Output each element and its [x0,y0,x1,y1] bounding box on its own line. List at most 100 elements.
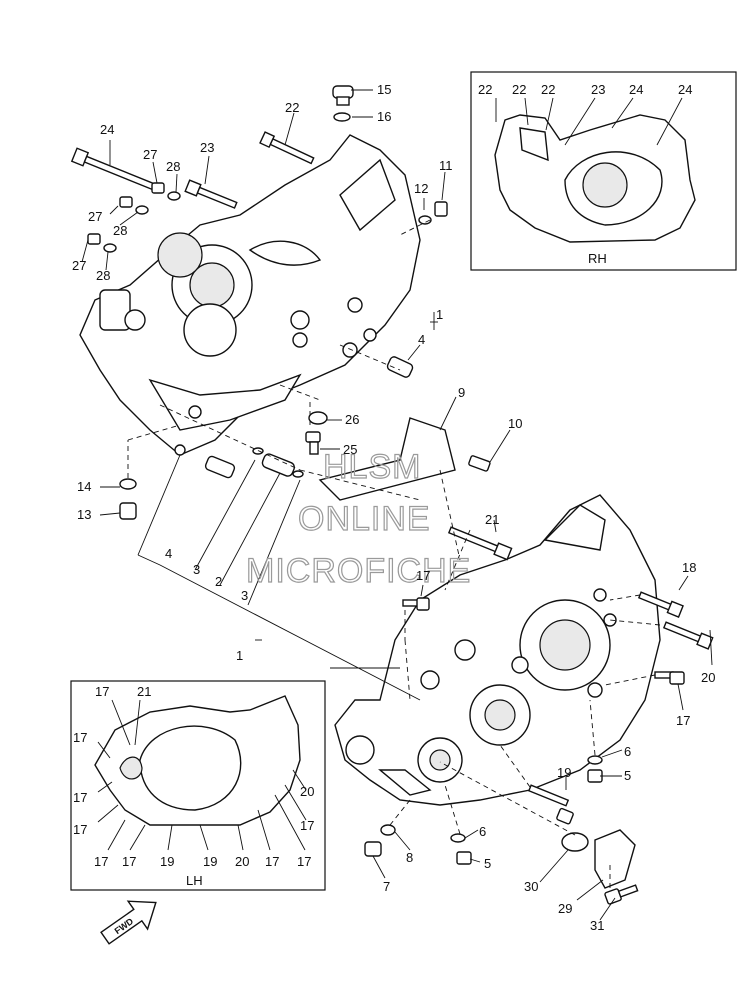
rh-callout-22b: 22 [512,82,526,97]
rh-callout-22c: 22 [541,82,555,97]
fwd-arrow: FWD [100,900,157,945]
callout-17a: 17 [416,568,430,583]
callout-10: 10 [508,416,522,431]
bolt-10 [468,455,491,472]
callout-16: 16 [377,109,391,124]
bolt-5a [587,769,603,783]
callout-22: 22 [285,100,299,115]
dowel-4b [204,455,236,479]
callout-6b: 6 [479,824,486,839]
callout-15: 15 [377,82,391,97]
callout-24: 24 [100,122,114,137]
watermark-line-1: HLSM [323,448,421,486]
bolt-11 [434,201,448,217]
bolt-27a [151,182,165,194]
dashed-assembly-lines [127,219,661,888]
lh-callout-19-bottom-2: 19 [203,854,217,869]
lh-callout-17-left-2: 17 [73,790,87,805]
washer-6b [450,833,466,843]
callout-5b: 5 [484,856,491,871]
callout-30: 30 [524,879,538,894]
rh-inset: 22 22 22 23 24 24 RH [470,71,737,271]
o-ring-16 [333,112,351,122]
callout-23: 23 [200,140,214,155]
callout-2: 2 [215,574,222,589]
lh-callout-20-right: 20 [300,784,314,799]
leader-lines [81,89,713,921]
bolt-22 [259,131,315,165]
callout-19a: 19 [557,765,571,780]
lh-inset-frame [70,680,326,891]
pipe-2 [261,453,296,477]
washer-28c [103,243,117,253]
callout-20a: 20 [701,670,715,685]
washer-28a [167,191,181,201]
callout-28b: 28 [113,223,127,238]
callout-13: 13 [77,507,91,522]
rh-callout-23: 23 [591,82,605,97]
callout-29: 29 [558,901,572,916]
lh-callout-20-bottom: 20 [235,854,249,869]
callout-27b: 27 [88,209,102,224]
callout-9: 9 [458,385,465,400]
lh-inset: 17 21 17 17 17 17 17 19 19 20 17 17 20 1… [70,680,326,891]
rh-callout-24b: 24 [678,82,692,97]
dowel-4a [386,356,414,378]
o-ring-3a [252,447,264,455]
callout-6a: 6 [624,744,631,759]
hardware-parts [70,85,714,905]
washer-12 [418,215,432,225]
lh-callout-17-left-1: 17 [73,730,87,745]
o-ring-3b [292,470,304,478]
callout-1b: 1 [236,648,243,663]
callout-27c: 27 [72,258,86,273]
watermark: HLSM ONLINE MICROFICHE [245,447,471,590]
rh-inset-label: RH [588,251,607,266]
callout-25: 25 [343,442,357,457]
callout-1a: 1 [436,307,443,322]
washer-8 [380,824,396,836]
callout-31: 31 [590,918,604,933]
washer-14 [119,478,137,490]
bolt-17b [654,671,685,685]
bolt-13 [119,502,137,520]
lh-callout-17-right: 17 [300,818,314,833]
washer-6a [587,755,603,765]
o-ring-30 [561,832,589,852]
callout-7: 7 [383,879,390,894]
bolt-31 [604,884,639,905]
watermark-line-2: ONLINE [298,500,431,538]
watermark-line-3: MICROFICHE [246,552,471,590]
bracket-9 [318,417,456,501]
callout-26: 26 [345,412,359,427]
callout-4a: 4 [418,332,425,347]
bolt-25 [305,431,321,455]
bolt-7 [364,841,382,857]
bolt-18 [637,591,684,618]
lh-callout-17-bottom-1: 17 [94,854,108,869]
right-crankcase-half [334,494,661,806]
callout-3a: 3 [193,562,200,577]
bolt-19 [527,784,574,825]
bolt-5b [456,851,472,865]
lh-callout-17-bottom-4: 17 [297,854,311,869]
washer-28b [135,205,149,215]
bolt-21 [447,526,513,561]
callout-11: 11 [439,158,453,173]
bolt-27c [87,233,101,245]
bolt-27b [119,196,133,208]
left-crankcase-half [79,134,421,456]
rh-inset-frame [470,71,737,271]
bolt-17a [402,597,430,611]
callout-4b: 4 [165,546,172,561]
fwd-arrow-icon [100,900,157,945]
bolt-20 [662,621,714,650]
callout-21: 21 [485,512,499,527]
cover-29 [594,829,636,889]
lh-callout-17-bottom-2: 17 [122,854,136,869]
callout-27: 27 [143,147,157,162]
callout-8: 8 [406,850,413,865]
lh-callout-17-top: 17 [95,684,109,699]
